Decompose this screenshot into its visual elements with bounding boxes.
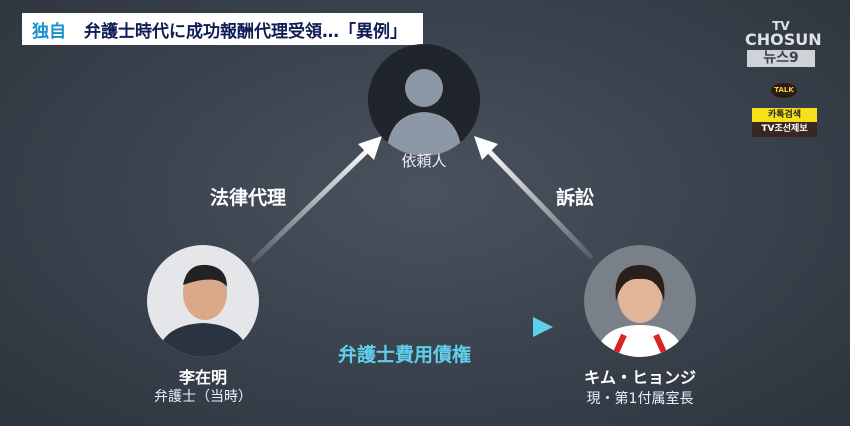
legal-representation-label: 法律代理 — [210, 187, 287, 209]
kakaotalk-icon: TALK — [771, 83, 797, 98]
headline-text: 弁護士時代に成功報酬代理受領…「異例」 — [84, 21, 407, 42]
logo-tv: TV — [772, 19, 790, 33]
client-avatar — [368, 44, 480, 156]
report-label: TV조선제보 — [752, 122, 817, 137]
kakao-search-label: 카톡검색 — [752, 108, 817, 122]
lee-role: 弁護士（当時） — [154, 389, 252, 405]
logo-name: CHOSUN — [745, 30, 822, 49]
headline-banner: 独自 弁護士時代に成功報酬代理受領…「異例」 — [22, 13, 423, 45]
lawsuit-label: 訴訟 — [556, 187, 595, 209]
person-silhouette-icon — [386, 69, 462, 156]
lee-photo — [147, 245, 259, 357]
lee-name: 李在明 — [178, 368, 227, 387]
kim-role: 現・第1付属室長 — [586, 391, 694, 407]
arrow-legal-representation — [250, 136, 382, 264]
client-label: 依頼人 — [401, 152, 447, 170]
exclusive-tag: 独自 — [32, 21, 66, 42]
arrow-lawsuit — [474, 136, 594, 260]
kim-photo — [584, 245, 696, 357]
arrow-fee-claim — [290, 317, 553, 337]
logo-program: 뉴스9 — [747, 50, 815, 67]
fee-claim-label: 弁護士費用債権 — [338, 344, 472, 366]
tv-chosun-logo: TV CHOSUN 뉴스9 — [745, 19, 822, 67]
kim-name: キム・ヒョンジ — [583, 368, 696, 387]
